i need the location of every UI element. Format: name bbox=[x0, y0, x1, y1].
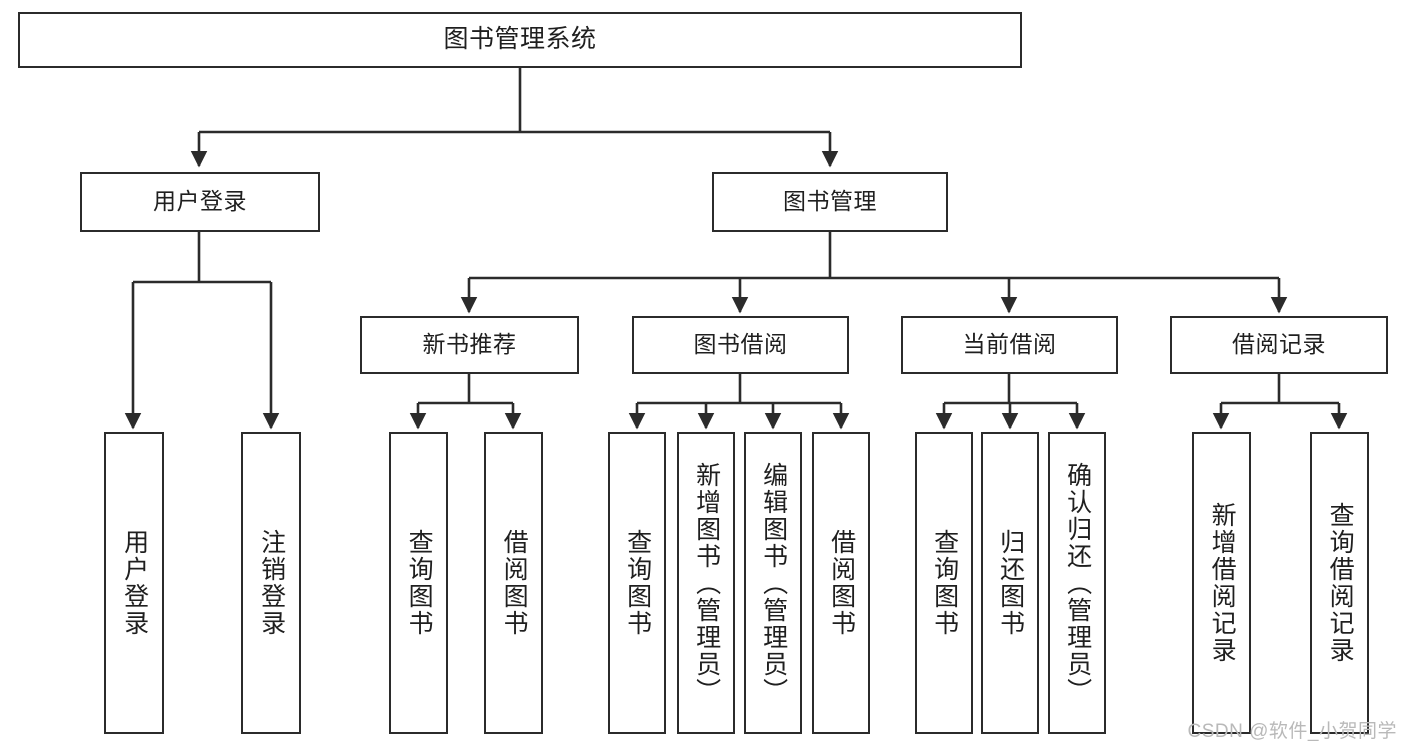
node-label: 查询图书 bbox=[930, 529, 959, 637]
node-label: 注销登录 bbox=[257, 529, 286, 637]
node-book-management[interactable]: 图书管理 bbox=[712, 172, 948, 232]
node-label: 用户登录 bbox=[120, 529, 149, 637]
node-label: 借阅图书 bbox=[827, 529, 856, 637]
leaf-query-book-recommend[interactable]: 查询图书 bbox=[389, 432, 448, 734]
leaf-confirm-return-admin[interactable]: 确认归还（管理员） bbox=[1048, 432, 1106, 734]
node-label: 新书推荐 bbox=[422, 331, 517, 358]
node-book-borrow[interactable]: 图书借阅 bbox=[632, 316, 849, 374]
node-label: 借阅图书 bbox=[500, 529, 529, 637]
leaf-query-book-borrow[interactable]: 查询图书 bbox=[608, 432, 666, 734]
node-label: 借阅记录 bbox=[1232, 331, 1326, 358]
node-borrow-record[interactable]: 借阅记录 bbox=[1170, 316, 1388, 374]
node-label: 查询图书 bbox=[405, 529, 434, 637]
node-label: 图书管理系统 bbox=[443, 25, 597, 54]
leaf-add-book-admin[interactable]: 新增图书（管理员） bbox=[677, 432, 735, 734]
node-label: 用户登录 bbox=[153, 188, 247, 215]
node-label: 归还图书 bbox=[996, 529, 1025, 637]
node-label: 图书管理 bbox=[783, 188, 877, 215]
node-label: 当前借阅 bbox=[962, 331, 1057, 358]
node-label: 查询借阅记录 bbox=[1326, 502, 1355, 664]
node-label: 新增图书（管理员） bbox=[692, 461, 721, 705]
node-label: 查询图书 bbox=[623, 529, 652, 637]
leaf-return-book[interactable]: 归还图书 bbox=[981, 432, 1039, 734]
leaf-query-book-current[interactable]: 查询图书 bbox=[915, 432, 973, 734]
leaf-add-borrow-record[interactable]: 新增借阅记录 bbox=[1192, 432, 1251, 734]
leaf-query-borrow-record[interactable]: 查询借阅记录 bbox=[1310, 432, 1369, 734]
leaf-borrow-book[interactable]: 借阅图书 bbox=[812, 432, 870, 734]
leaf-user-login[interactable]: 用户登录 bbox=[104, 432, 164, 734]
node-label: 新增借阅记录 bbox=[1208, 502, 1237, 664]
watermark-text: CSDN @软件_小贺同学 bbox=[1187, 721, 1397, 742]
leaf-borrow-book-recommend[interactable]: 借阅图书 bbox=[484, 432, 543, 734]
leaf-edit-book-admin[interactable]: 编辑图书（管理员） bbox=[744, 432, 802, 734]
node-current-borrow[interactable]: 当前借阅 bbox=[901, 316, 1118, 374]
node-label: 编辑图书（管理员） bbox=[759, 461, 788, 705]
node-label: 确认归还（管理员） bbox=[1063, 461, 1092, 705]
node-new-book-recommend[interactable]: 新书推荐 bbox=[360, 316, 579, 374]
node-label: 图书借阅 bbox=[693, 331, 788, 358]
leaf-logout[interactable]: 注销登录 bbox=[241, 432, 301, 734]
node-user-login[interactable]: 用户登录 bbox=[80, 172, 320, 232]
node-root-system[interactable]: 图书管理系统 bbox=[18, 12, 1022, 68]
